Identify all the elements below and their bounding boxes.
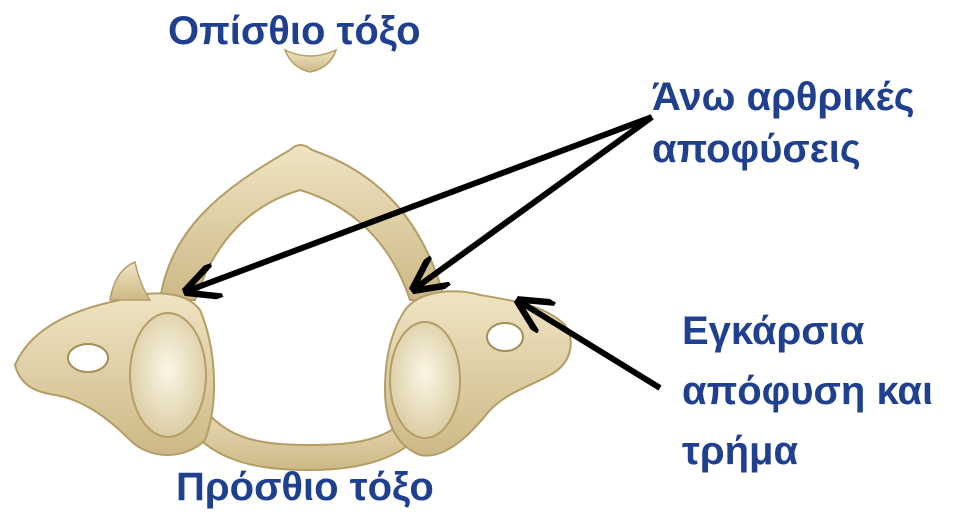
left-transverse-foramen [68, 344, 108, 372]
arrow-to-right-articular-process [417, 117, 652, 287]
label-transverse-line3: τρήμα [682, 426, 798, 476]
label-superior-articular-line1: Άνω αρθρικές [652, 72, 915, 122]
label-posterior-arch: Οπίσθιο τόξο [168, 6, 421, 56]
label-anterior-arch: Πρόσθιο τόξο [176, 462, 434, 512]
right-transverse-foramen [487, 323, 523, 351]
label-superior-articular-line2: αποφύσεις [652, 124, 861, 174]
label-transverse-line2: απόφυση και [682, 366, 933, 416]
left-superior-articular-facet [130, 313, 206, 437]
left-posterior-tubercle [110, 262, 150, 300]
label-transverse-line1: Εγκάρσια [682, 306, 864, 356]
posterior-arch-shape [160, 145, 445, 300]
right-superior-articular-facet [390, 322, 460, 438]
